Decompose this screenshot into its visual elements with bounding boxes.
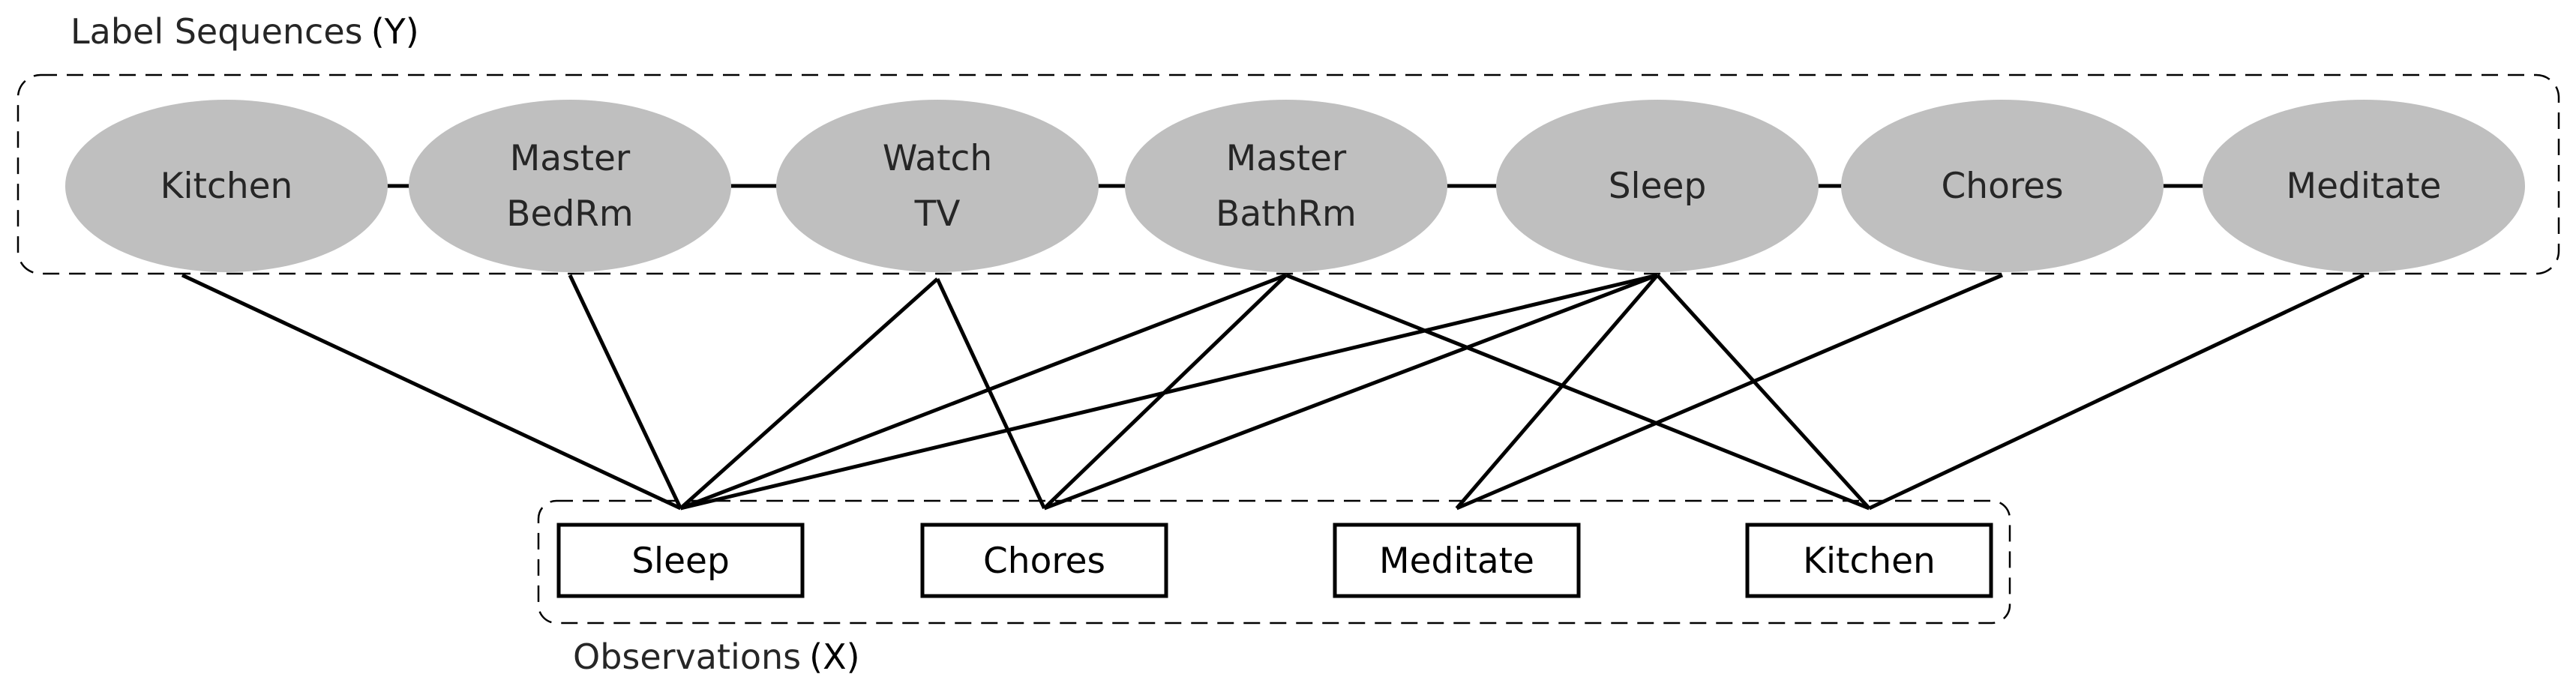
observations-title: Observations (X) <box>573 637 860 677</box>
observation-node-text: Chores <box>983 541 1105 582</box>
edge-meditate-to-obs-kitchen <box>1868 273 2365 511</box>
observation-node-box <box>556 523 805 598</box>
observation-node-box <box>920 523 1168 598</box>
observation-nodes: Sleep Chores Meditate Kitchen <box>556 523 1993 598</box>
edge-master-bathrm-to-obs-kitchen <box>1285 273 1870 511</box>
edge-chores-to-obs-meditate <box>1456 273 2003 511</box>
observations-symbol: (X) <box>809 637 859 677</box>
label-node-chores: Chores <box>1841 100 2164 272</box>
observation-node-box <box>1333 523 1581 598</box>
edge-watch-tv-to-obs-sleep <box>679 277 939 510</box>
edge-master-bedrm-to-obs-sleep <box>568 274 682 510</box>
label-sequences-title: Label Sequences (Y) <box>70 11 419 52</box>
label-node-ellipse <box>2203 100 2525 272</box>
label-node-text: Kitchen <box>160 166 293 207</box>
edge-sleep-to-obs-kitchen <box>1656 274 1871 510</box>
label-node-ellipse <box>776 100 1099 272</box>
label-nodes: KitchenMasterBedRmWatchTVMasterBathRmSle… <box>65 100 2525 272</box>
label-node-text: Sleep <box>1609 166 1707 207</box>
label-node-text: TV <box>914 193 961 235</box>
label-node-text: BedRm <box>506 193 633 235</box>
label-node-text: Master <box>510 138 631 179</box>
observation-node-text: Kitchen <box>1803 541 1936 582</box>
label-node-ellipse <box>1841 100 2164 272</box>
label-node-ellipse <box>409 100 731 272</box>
observation-node-meditate: Meditate <box>1333 523 1581 598</box>
observations-title-text: Observations <box>573 637 801 677</box>
observation-node-text: Sleep <box>631 541 730 582</box>
observations-group-box <box>537 499 2011 625</box>
label-node-meditate: Meditate <box>2203 100 2525 272</box>
edge-kitchen-to-obs-sleep <box>181 273 682 511</box>
label-sequences-symbol: (Y) <box>371 11 419 52</box>
observation-node-chores: Chores <box>920 523 1168 598</box>
label-sequences-group-box <box>16 73 2560 275</box>
edge-sleep-to-obs-meditate <box>1455 274 1659 510</box>
label-node-text: Meditate <box>2287 166 2442 207</box>
label-node-ellipse <box>1125 100 1447 272</box>
observation-node-sleep: Sleep <box>556 523 805 598</box>
edge-sleep-to-obs-sleep <box>679 273 1658 511</box>
observation-node-kitchen: Kitchen <box>1745 523 1993 598</box>
observation-node-box <box>1745 523 1993 598</box>
edge-sleep-to-obs-chores <box>1043 273 1658 511</box>
label-node-text: Watch <box>883 138 992 179</box>
observation-node-text: Meditate <box>1379 541 1534 582</box>
label-node-text: Master <box>1226 138 1347 179</box>
label-node-sleep: Sleep <box>1496 100 1819 272</box>
label-node-ellipse <box>65 100 388 272</box>
label-node-text: BathRm <box>1216 193 1357 235</box>
label-node-kitchen: Kitchen <box>65 100 388 272</box>
label-sequences-title-text: Label Sequences <box>70 11 363 52</box>
edge-master-bathrm-to-obs-sleep <box>679 273 1287 511</box>
label-node-text: Chores <box>1941 166 2063 207</box>
observation-edges <box>181 273 2365 511</box>
label-node-ellipse <box>1496 100 1819 272</box>
edge-watch-tv-to-obs-chores <box>935 277 1046 510</box>
